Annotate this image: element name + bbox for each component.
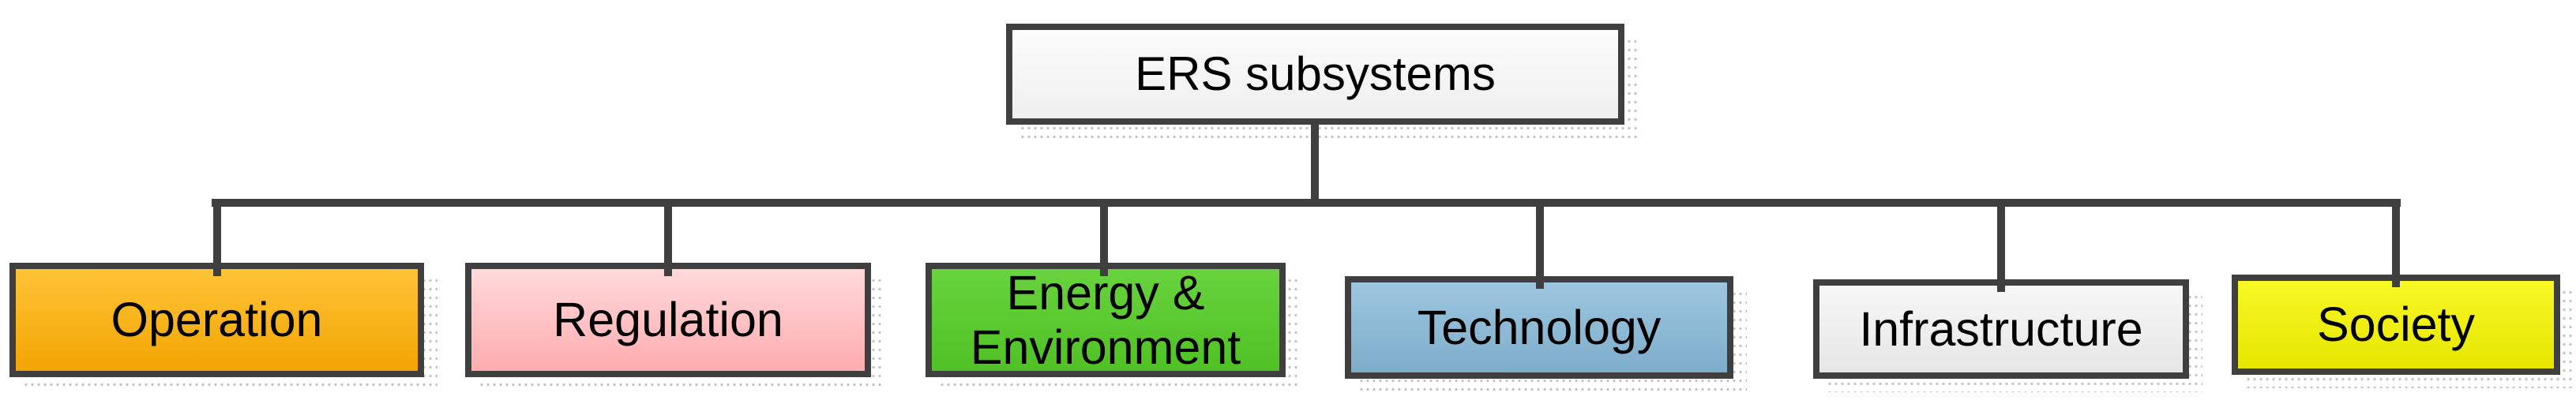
node-label: Society xyxy=(2316,297,2476,352)
node-label: Regulation xyxy=(553,293,783,347)
infrastructure-box: Infrastructure xyxy=(1813,279,2189,379)
root-box: ERS subsystems xyxy=(1006,24,1624,125)
connector-drop-infrastructure xyxy=(1997,204,2005,292)
node-infrastructure: Infrastructure xyxy=(1813,279,2202,392)
connector-drop-energy-environment xyxy=(1100,204,1108,276)
connector-drop-regulation xyxy=(664,204,672,276)
node-society: Society xyxy=(2232,275,2574,388)
node-label: Technology xyxy=(1417,300,1662,354)
connector-trunk xyxy=(1311,122,1319,207)
connector-horizontal-bar xyxy=(212,199,2401,207)
technology-box: Technology xyxy=(1345,276,1733,379)
operation-box: Operation xyxy=(9,263,424,377)
regulation-box: Regulation xyxy=(465,263,871,377)
node-regulation: Regulation xyxy=(465,263,884,391)
node-energy-environment: Energy & Environment xyxy=(926,263,1299,391)
node-label: Infrastructure xyxy=(1859,301,2143,356)
node-label: Energy & Environment xyxy=(970,266,1241,374)
node-technology: Technology xyxy=(1345,276,1747,392)
society-box: Society xyxy=(2232,275,2560,375)
node-ers-subsystems: ERS subsystems xyxy=(1006,24,1638,138)
energy-environment-box: Energy & Environment xyxy=(926,263,1286,377)
root-label: ERS subsystems xyxy=(1135,47,1496,101)
connector-drop-society xyxy=(2392,204,2400,287)
node-operation: Operation xyxy=(9,263,437,391)
connector-drop-operation xyxy=(213,204,221,276)
connector-drop-technology xyxy=(1536,204,1544,289)
node-label: Operation xyxy=(111,293,323,347)
